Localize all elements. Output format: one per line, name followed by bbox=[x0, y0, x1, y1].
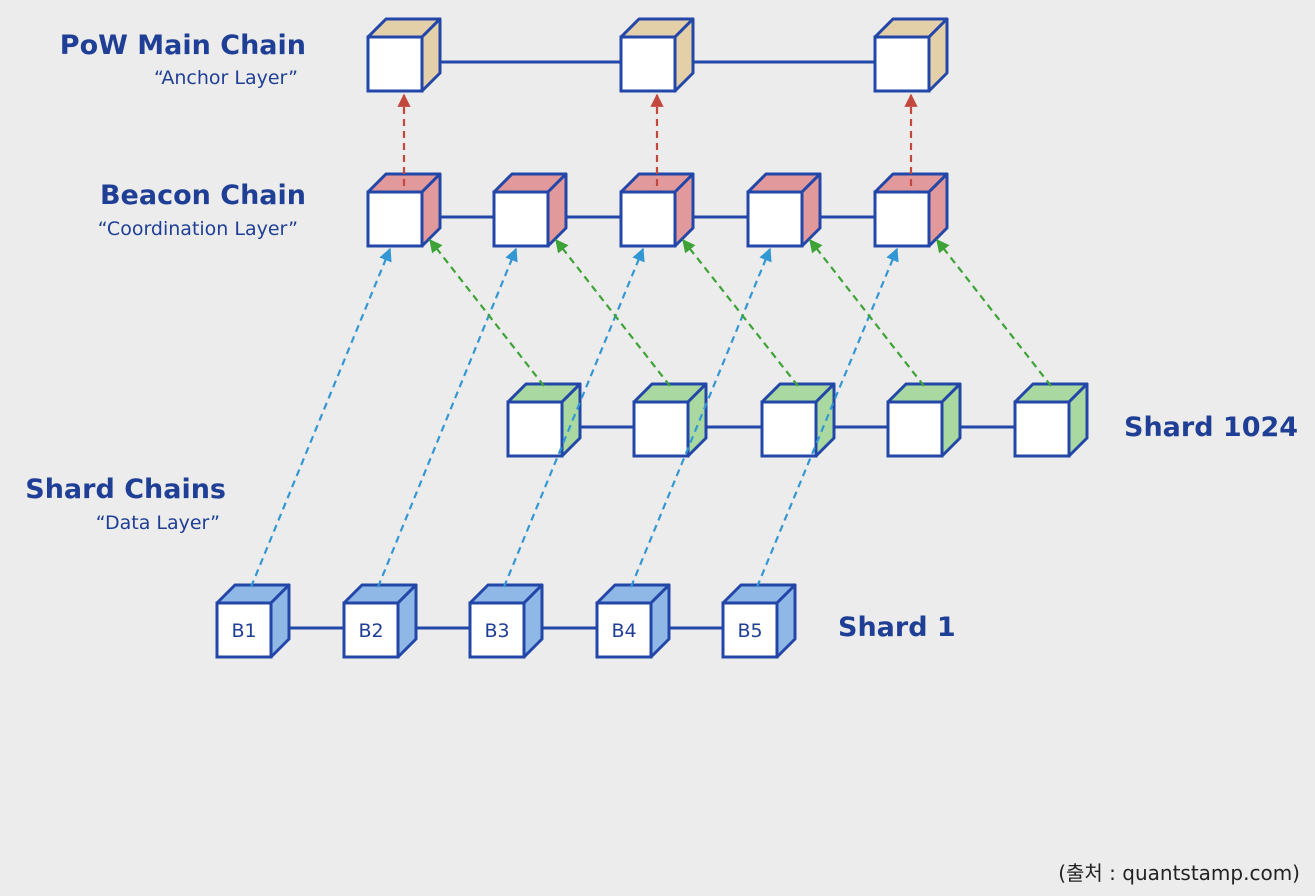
cube-front-face bbox=[619, 190, 677, 248]
shard-1-block-1: B1 bbox=[215, 583, 291, 659]
pow-block bbox=[873, 17, 949, 93]
cube-front-face bbox=[746, 190, 804, 248]
shard-1-block-3: B3 bbox=[468, 583, 544, 659]
beacon-chain-title: Beacon Chain bbox=[100, 180, 306, 211]
anchor-layer-subtitle: “Anchor Layer” bbox=[154, 67, 298, 89]
pow-block bbox=[619, 17, 695, 93]
block-label: B5 bbox=[737, 620, 762, 642]
shard-1024-block bbox=[760, 382, 836, 458]
shard-1-label: Shard 1 bbox=[838, 612, 956, 643]
cube-front-face bbox=[492, 190, 550, 248]
coordination-layer-subtitle: “Coordination Layer” bbox=[98, 218, 298, 240]
shard-1-block-5: B5 bbox=[721, 583, 797, 659]
shard-1-cross-link bbox=[629, 247, 772, 588]
shard-1024-block bbox=[632, 382, 708, 458]
shard-1-block-2: B2 bbox=[342, 583, 418, 659]
block-label: B1 bbox=[231, 620, 256, 642]
shard-1-cross-link bbox=[755, 247, 899, 588]
cube-front-face bbox=[468, 601, 526, 659]
cube-front-face bbox=[886, 400, 944, 458]
cube-front-face bbox=[1013, 400, 1071, 458]
shard-1024-cross-link bbox=[936, 238, 1052, 387]
pow-main-chain-title: PoW Main Chain bbox=[60, 30, 306, 61]
shard-1024-cross-link bbox=[809, 238, 925, 387]
block-label: B2 bbox=[358, 620, 383, 642]
chain-links bbox=[273, 54, 1015, 636]
cube-front-face bbox=[366, 190, 424, 248]
cube-front-face bbox=[760, 400, 818, 458]
shard-1024-cross-link bbox=[682, 238, 799, 387]
data-layer-subtitle: “Data Layer” bbox=[96, 512, 220, 534]
cube-front-face bbox=[215, 601, 273, 659]
block-label: B4 bbox=[611, 620, 636, 642]
beacon-block bbox=[492, 172, 568, 248]
cube-front-face bbox=[595, 601, 653, 659]
shard-1024-block bbox=[886, 382, 962, 458]
block-label: B3 bbox=[484, 620, 509, 642]
cube-front-face bbox=[873, 35, 931, 93]
blocks: B1 B2 B3 B4 B5 bbox=[215, 17, 1089, 659]
shard-1-block-4: B4 bbox=[595, 583, 671, 659]
shard-1024-cross-link bbox=[429, 238, 545, 387]
shard-1024-label: Shard 1024 bbox=[1124, 412, 1298, 443]
shard-1024-block bbox=[506, 382, 582, 458]
shard-1-cross-link bbox=[249, 247, 392, 588]
shard-chains-title: Shard Chains bbox=[25, 474, 226, 505]
pow-block bbox=[366, 17, 442, 93]
shard-1-cross-link bbox=[376, 247, 518, 588]
shard-1024-cross-link bbox=[555, 238, 671, 387]
source-credit: (출처 : quantstamp.com) bbox=[1058, 861, 1300, 885]
beacon-block bbox=[746, 172, 822, 248]
cube-front-face bbox=[506, 400, 564, 458]
cube-front-face bbox=[873, 190, 931, 248]
cube-front-face bbox=[721, 601, 779, 659]
cube-front-face bbox=[632, 400, 690, 458]
shard-1024-block bbox=[1013, 382, 1089, 458]
shard-1-cross-link bbox=[502, 247, 645, 588]
cross-links bbox=[249, 93, 1052, 588]
cube-front-face bbox=[366, 35, 424, 93]
cube-front-face bbox=[342, 601, 400, 659]
cube-front-face bbox=[619, 35, 677, 93]
